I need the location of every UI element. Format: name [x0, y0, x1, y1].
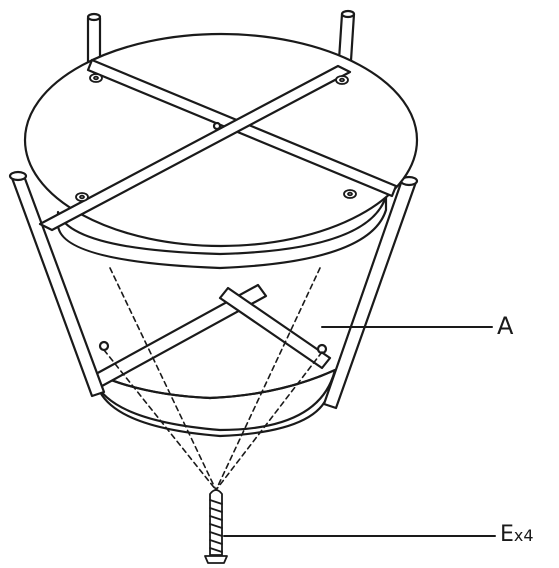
- upper-brace-b: [38, 64, 352, 232]
- lower-shelf-rim: [90, 368, 337, 400]
- part-label-e: Ex4: [500, 522, 534, 547]
- front-right-leg: [322, 175, 419, 410]
- lower-shelf-bottom: [98, 390, 330, 438]
- front-left-leg: [8, 170, 106, 398]
- guide-lines: [103, 267, 323, 491]
- part-label-e-quantity: x4: [513, 526, 534, 545]
- center-pivot: [212, 121, 222, 131]
- lower-screw-hole-left: [98, 340, 110, 352]
- part-label-e-letter: E: [500, 522, 514, 547]
- part-label-a-text: A: [497, 312, 514, 340]
- screw-icon: [204, 489, 228, 564]
- top-screw-holes: [75, 73, 357, 202]
- lower-brace-b: [218, 286, 332, 370]
- part-label-a: A: [497, 312, 513, 340]
